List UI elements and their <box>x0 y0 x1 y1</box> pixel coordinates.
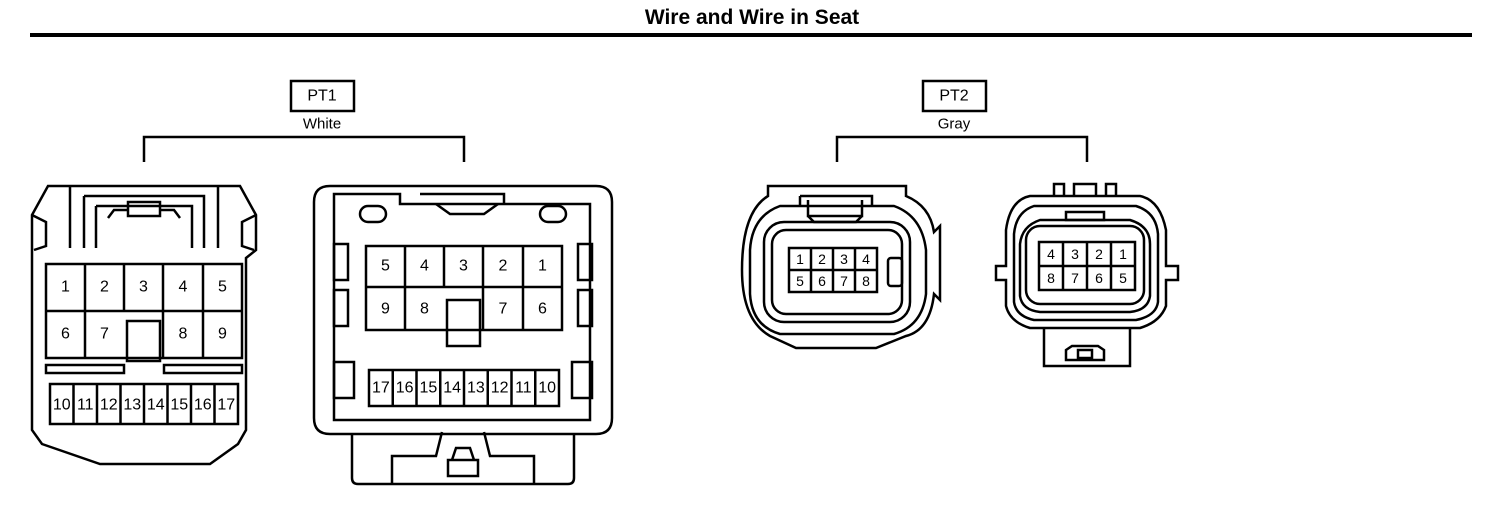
pt2-left-pin-1: 1 <box>796 251 804 267</box>
pt1-right-pin-3: 3 <box>459 258 468 275</box>
pt1-color: White <box>303 116 341 133</box>
pt2-left-pin-6: 6 <box>818 273 826 289</box>
pt2-left-pin-4: 4 <box>862 251 870 267</box>
pt1-left-pin-3: 3 <box>139 279 148 296</box>
pt1-right-pin-11: 11 <box>515 380 532 397</box>
pt1-right-pin-13: 13 <box>467 380 485 397</box>
pt2-right-pin-2: 2 <box>1095 246 1103 262</box>
pt2-right-pin-7: 7 <box>1071 270 1079 286</box>
pt2-left-pin-8: 8 <box>862 273 870 289</box>
pt1-right-pin-1: 1 <box>538 258 547 275</box>
pt1-right-pin-15: 15 <box>419 380 437 397</box>
pt1-left-pin-9: 9 <box>218 326 227 343</box>
pt1-left-pin-10: 10 <box>53 397 71 414</box>
pt1-left-pin-6: 6 <box>61 326 70 343</box>
pt2-left-connector <box>740 184 942 350</box>
pt2-right-pin-5: 5 <box>1119 270 1127 286</box>
pt2-left-pin-3: 3 <box>840 251 848 267</box>
pt1-left-pin-2: 2 <box>100 279 109 296</box>
page-title: Wire and Wire in Seat <box>644 6 860 29</box>
pt2-left-pin-2: 2 <box>818 251 826 267</box>
pt1-right-pin-6: 6 <box>538 301 547 318</box>
pt1-left-pin-13: 13 <box>123 397 141 414</box>
pt1-label-box <box>289 79 356 113</box>
pt1-left-pin-11: 11 <box>77 397 94 414</box>
pt1-left-pin-7: 7 <box>100 326 109 343</box>
pt1-left-pin-16: 16 <box>194 397 212 414</box>
pt2-right-pin-3: 3 <box>1071 246 1079 262</box>
title-rule <box>30 33 1472 37</box>
pt1-right-pin-4: 4 <box>420 258 429 275</box>
pt1-right-pin-16: 16 <box>396 380 414 397</box>
pt1-right-connector <box>312 184 614 486</box>
pt2-right-pin-4: 4 <box>1047 246 1055 262</box>
pt2-right-pin-8: 8 <box>1047 270 1055 286</box>
pt2-label: PT2 <box>939 88 968 105</box>
pt1-left-pin-4: 4 <box>179 279 188 296</box>
pt2-color: Gray <box>938 116 971 133</box>
pt1-right-pin-8: 8 <box>420 301 429 318</box>
pt2-right-connector <box>994 182 1180 368</box>
pt2-label-box <box>921 79 988 113</box>
pt2-bracket <box>835 135 1089 162</box>
pt1-right-pin-7: 7 <box>499 301 508 318</box>
pt1-right-pin-12: 12 <box>491 380 509 397</box>
pt1-left-pin-8: 8 <box>179 326 188 343</box>
pt1-left-pin-14: 14 <box>147 397 165 414</box>
pt1-right-pin-2: 2 <box>499 258 508 275</box>
pt1-label: PT1 <box>307 88 336 105</box>
pt1-right-pin-9: 9 <box>381 301 390 318</box>
pt1-left-pin-17: 17 <box>217 397 235 414</box>
pt2-right-pin-6: 6 <box>1095 270 1103 286</box>
pt1-left-pin-5: 5 <box>218 279 227 296</box>
pt2-left-pin-7: 7 <box>840 273 848 289</box>
pt1-bracket <box>142 135 466 162</box>
pt1-left-pin-15: 15 <box>170 397 188 414</box>
pt1-right-pin-17: 17 <box>372 380 390 397</box>
pt1-left-pin-1: 1 <box>61 279 70 296</box>
pt1-left-pin-12: 12 <box>100 397 118 414</box>
pt1-left-connector <box>30 184 258 466</box>
pt1-right-pin-14: 14 <box>443 380 461 397</box>
pt2-left-pin-5: 5 <box>796 273 804 289</box>
pt1-right-pin-10: 10 <box>538 380 556 397</box>
pt2-right-pin-1: 1 <box>1119 246 1127 262</box>
pt1-right-pin-5: 5 <box>381 258 390 275</box>
